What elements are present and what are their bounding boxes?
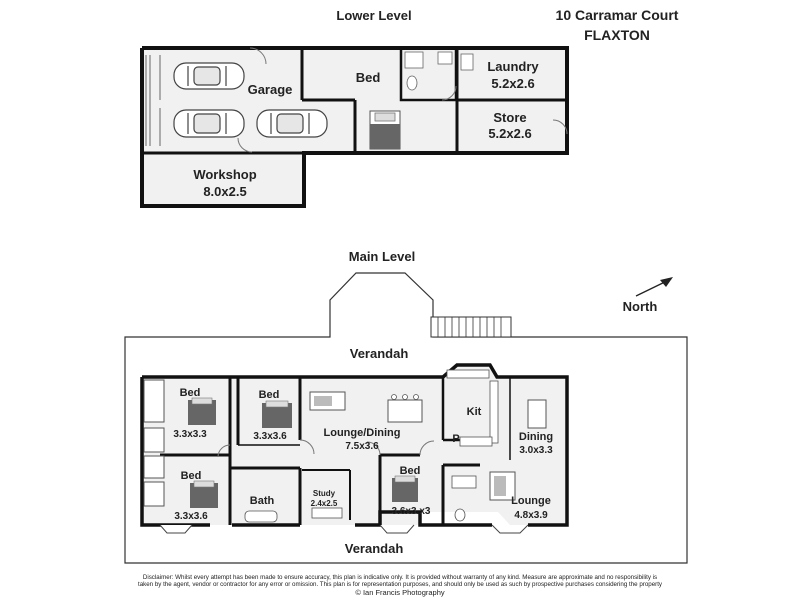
dining-table-icon — [387, 394, 423, 423]
bed-icon — [392, 475, 418, 502]
laundry-label: Laundry — [487, 59, 539, 74]
bed-icon — [190, 480, 218, 508]
toilet-icon — [451, 475, 477, 489]
main-level-plan — [124, 272, 688, 564]
verandah-bottom-label: Verandah — [345, 541, 404, 556]
store-label: Store — [493, 110, 526, 125]
dining-table-icon — [527, 399, 547, 429]
study-size: 2.4x2.5 — [311, 499, 338, 508]
lounge-size: 4.8x3.9 — [514, 510, 548, 521]
bed2-label: Bed — [259, 389, 280, 401]
toilet-icon — [406, 75, 418, 91]
tub-icon — [460, 53, 474, 71]
car-icon — [173, 109, 245, 138]
garage-label: Garage — [248, 82, 293, 97]
bed-icon — [188, 397, 216, 425]
bed3-size: 3.3x3.6 — [174, 511, 208, 522]
lower-bed-label: Bed — [356, 70, 381, 85]
workshop-label: Workshop — [193, 167, 256, 182]
bath-label: Bath — [250, 495, 275, 507]
dining-label: Dining — [519, 431, 553, 443]
verandah-top-label: Verandah — [350, 346, 409, 361]
north-arrow-icon — [635, 277, 673, 297]
basin-icon — [437, 51, 453, 65]
main-level-title: Main Level — [349, 249, 415, 264]
lounge-dining-size: 7.5x3.6 — [345, 441, 379, 452]
bed-icon — [262, 400, 292, 428]
shower-icon — [404, 51, 424, 69]
sofa-icon — [309, 391, 346, 411]
kit-label: Kit — [467, 406, 482, 418]
car-icon — [256, 109, 328, 138]
bed3-label: Bed — [181, 470, 202, 482]
store-size: 5.2x2.6 — [488, 126, 531, 141]
stairs — [430, 316, 512, 338]
lounge-label: Lounge — [511, 495, 551, 507]
bed4-size: 3.6x3.x3 — [392, 506, 431, 517]
bed4-label: Bed — [400, 465, 421, 477]
pantry-label: P — [452, 433, 459, 445]
lounge-dining-label: Lounge/Dining — [324, 427, 401, 439]
bed-icon — [369, 110, 401, 150]
study-label: Study — [313, 489, 336, 498]
lower-level-plan: Garage Bed Laundry 5.2x2.6 Store 5.2x2.6… — [140, 46, 569, 208]
copyright: © Ian Francis Photography — [355, 588, 445, 597]
bed1-size: 3.3x3.3 — [173, 429, 207, 440]
car-icon — [173, 62, 245, 90]
bed2-size: 3.3x3.6 — [253, 431, 287, 442]
disclaimer-line2: taken by the agent, vendor or contractor… — [137, 581, 663, 588]
bathtub-icon — [244, 510, 278, 523]
desk-icon — [311, 507, 343, 519]
sofa-icon — [489, 471, 516, 501]
dining-size: 3.0x3.3 — [519, 445, 553, 456]
workshop-size: 8.0x2.5 — [203, 184, 246, 199]
north-label: North — [623, 299, 658, 314]
bed1-label: Bed — [180, 387, 201, 399]
laundry-size: 5.2x2.6 — [491, 76, 534, 91]
lower-level-title: Lower Level — [336, 8, 411, 23]
toilet-icon — [454, 508, 466, 522]
address-line2: FLAXTON — [584, 27, 650, 43]
disclaimer-line1: Disclaimer: Whilst every attempt has bee… — [142, 574, 658, 581]
address-line1: 10 Carramar Court — [556, 7, 679, 23]
